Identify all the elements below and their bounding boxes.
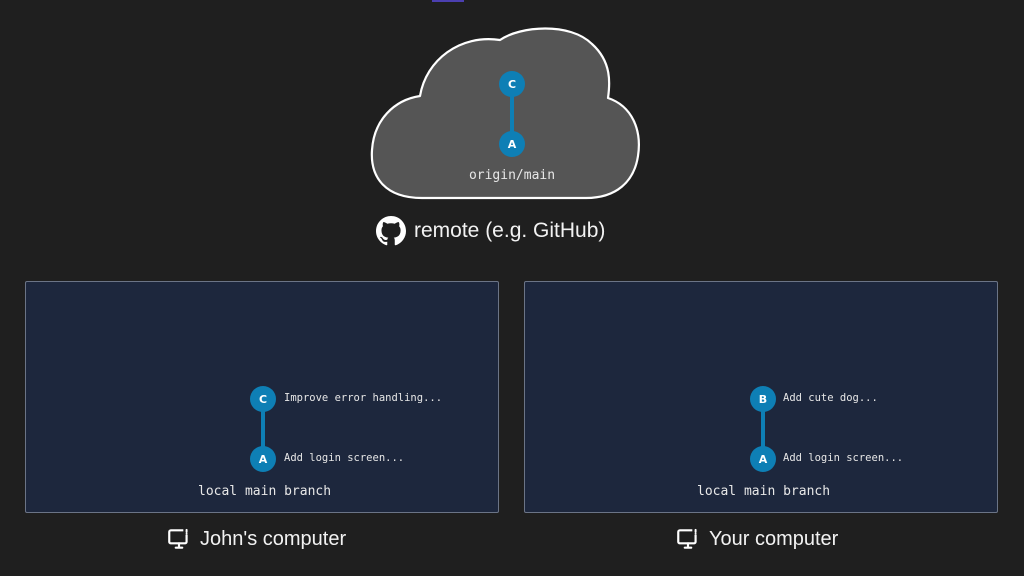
your-computer-caption: Your computer [675,524,838,554]
johns-commit-node[interactable]: A [250,446,276,472]
computer-icon [677,528,699,549]
your-commit-edge [761,400,765,458]
your-commit-message: Add login screen... [783,452,904,464]
johns-commit-edge [261,400,265,458]
remote-commit-node[interactable]: A [499,131,525,157]
computer-icon [168,528,190,549]
johns-branch-label: local main branch [198,484,332,499]
johns-commit-node[interactable]: C [250,386,276,412]
johns-computer-panel: C Improve error handling... A Add login … [25,281,499,513]
johns-commit-message: Add login screen... [284,452,405,464]
github-icon [376,216,406,246]
top-tab-indicator [432,0,464,2]
remote-cloud [370,27,640,200]
your-commit-node[interactable]: A [750,446,776,472]
your-computer-caption-text: Your computer [709,527,839,550]
your-branch-label: local main branch [697,484,831,499]
remote-branch-label: origin/main [468,168,556,183]
remote-caption-text: remote (e.g. GitHub) [414,219,606,242]
your-commit-message: Add cute dog... [783,392,878,404]
johns-computer-caption: John's computer [166,524,346,554]
remote-commit-node[interactable]: C [499,71,525,97]
remote-caption: remote (e.g. GitHub) [376,214,605,248]
johns-computer-caption-text: John's computer [200,527,347,550]
your-commit-node[interactable]: B [750,386,776,412]
your-computer-panel: B Add cute dog... A Add login screen... … [524,281,998,513]
remote-commit-edge [510,88,514,144]
johns-commit-message: Improve error handling... [284,392,443,404]
